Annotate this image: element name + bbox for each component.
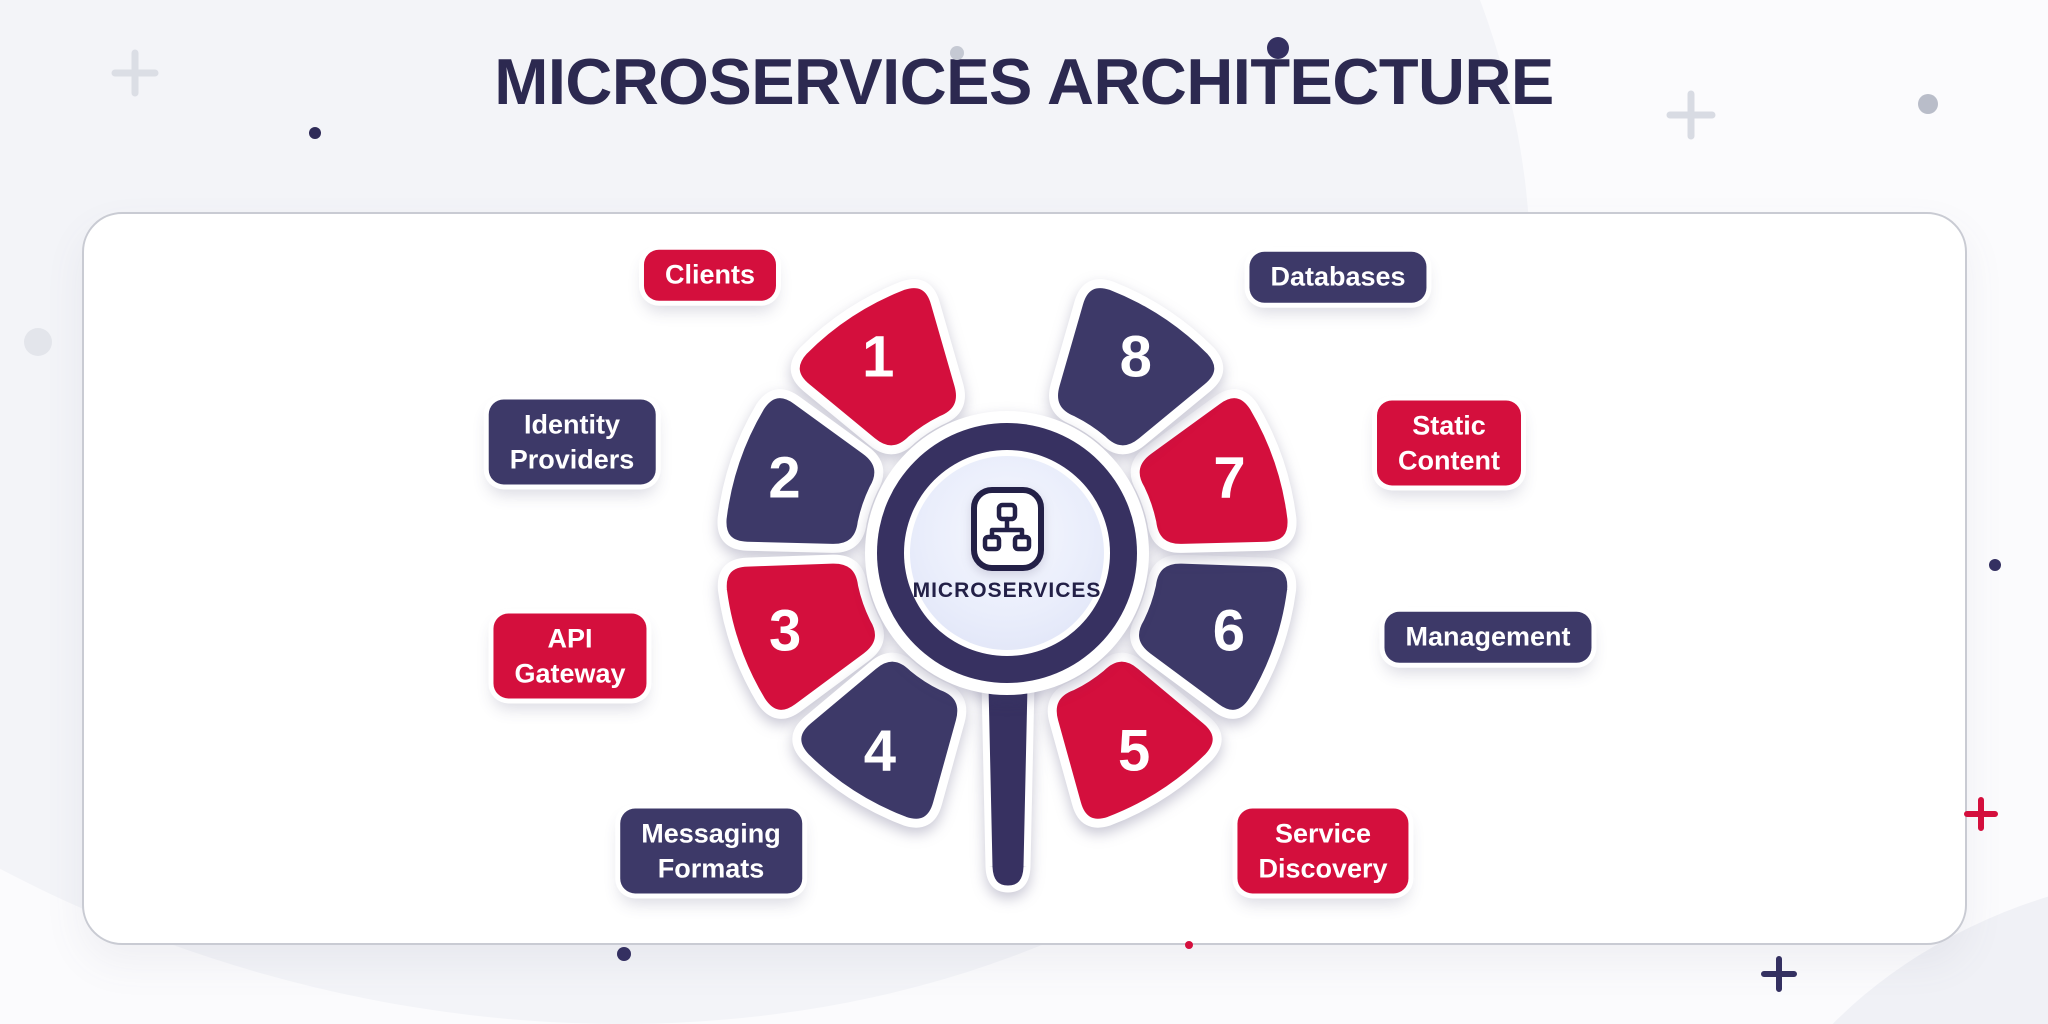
wedge-segment-6 bbox=[1130, 554, 1297, 719]
plus-icon bbox=[111, 49, 159, 97]
wedge-segment-4 bbox=[792, 652, 967, 828]
dot-icon bbox=[24, 328, 52, 356]
label-pill-1: Clients bbox=[643, 249, 777, 301]
wedge-segment-3 bbox=[717, 554, 884, 719]
wedge-number-1: 1 bbox=[862, 325, 894, 390]
wedge-number-8: 8 bbox=[1120, 325, 1152, 390]
plus-icon bbox=[1666, 90, 1716, 140]
dot-icon bbox=[950, 46, 964, 60]
wedge-number-4: 4 bbox=[864, 719, 896, 784]
label-pill-6: Management bbox=[1384, 611, 1592, 663]
dot-icon bbox=[617, 947, 631, 961]
wedge-number-7: 7 bbox=[1213, 446, 1245, 511]
wedge-segment-8 bbox=[1049, 279, 1224, 455]
plus-icon bbox=[1964, 797, 1998, 831]
wedge-number-2: 2 bbox=[768, 446, 800, 511]
dot-icon bbox=[1267, 37, 1289, 59]
label-pill-7: Static Content bbox=[1377, 400, 1521, 486]
dot-icon bbox=[1989, 559, 2001, 571]
magnifier-handle-icon bbox=[980, 636, 1036, 893]
wedge-segment-1 bbox=[790, 279, 965, 455]
sitemap-connectors bbox=[989, 516, 1025, 540]
wedge-segment-7 bbox=[1130, 389, 1297, 553]
wedge-number-3: 3 bbox=[769, 599, 801, 664]
wedge-number-5: 5 bbox=[1118, 719, 1150, 784]
center-label: MICROSERVICES bbox=[913, 579, 1102, 602]
wedge-number-6: 6 bbox=[1213, 599, 1245, 664]
dot-icon bbox=[1185, 941, 1193, 949]
label-pill-8: Databases bbox=[1249, 251, 1427, 303]
sitemap-child-node bbox=[982, 534, 1002, 552]
label-pill-2: Identity Providers bbox=[488, 399, 656, 485]
label-pill-3: API Gateway bbox=[493, 613, 647, 699]
wedge-segment-5 bbox=[1047, 652, 1222, 828]
wedge-segment-2 bbox=[717, 389, 884, 553]
sitemap-child-node bbox=[1012, 534, 1032, 552]
plus-icon bbox=[1761, 956, 1797, 992]
dot-icon bbox=[309, 127, 321, 139]
page-title: MICROSERVICES ARCHITECTURE bbox=[494, 45, 1554, 118]
label-pill-4: Messaging Formats bbox=[620, 808, 802, 894]
dot-icon bbox=[1918, 94, 1938, 114]
label-pill-5: Service Discovery bbox=[1237, 808, 1409, 894]
